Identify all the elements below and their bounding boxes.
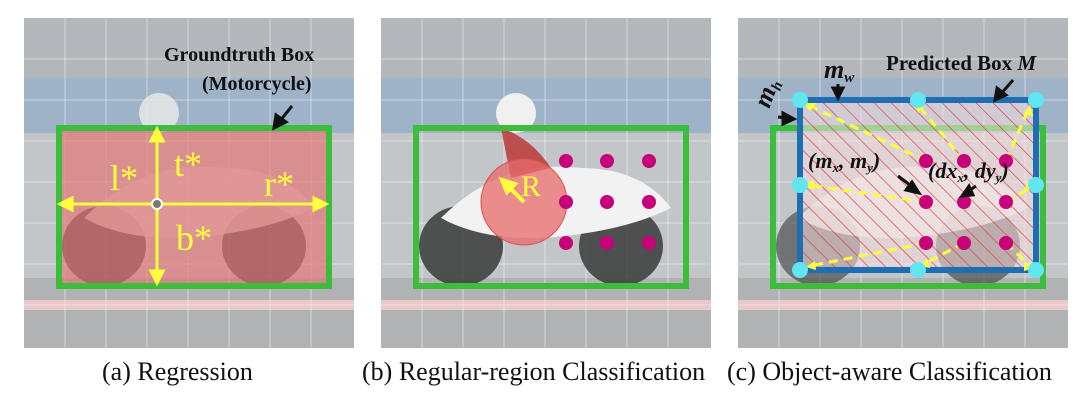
mw-pointer-arrow [830, 84, 846, 102]
panel-regular-region: R [381, 18, 711, 348]
sample-point [999, 154, 1013, 168]
radius-arrow [498, 176, 526, 204]
dxy-pointer-arrow [958, 182, 977, 198]
track-stripe [738, 300, 1068, 310]
boundary-point [1028, 177, 1044, 193]
label-left: l* [110, 158, 138, 198]
caption-object-aware: (c) Object-aware Classification [727, 357, 1052, 386]
label-right: r* [264, 164, 294, 204]
track-stripe [381, 300, 711, 310]
sample-point [919, 236, 933, 250]
mxy-pointer-arrow [897, 174, 923, 196]
predicted-box-hatch [800, 100, 1036, 270]
boundary-point [910, 92, 926, 108]
barrier-band [381, 78, 711, 133]
sample-point [919, 154, 933, 168]
label-mxy: (mx, my) [808, 148, 880, 175]
label-radius: R [521, 170, 541, 203]
sample-point [999, 236, 1013, 250]
sample-point [559, 195, 573, 209]
sample-point [642, 236, 656, 250]
regression-figure: l* t* r* b* Groundtruth Box (Motorcycle) [24, 18, 354, 348]
boundary-point [792, 92, 808, 108]
object-aware-figure: Predicted Box M mw mh (mx, my) (dxx, dyy… [738, 18, 1068, 348]
track-stripe [24, 300, 354, 310]
sample-point [600, 195, 614, 209]
panel-object-aware: Predicted Box M mw mh (mx, my) (dxx, dyy… [738, 18, 1068, 348]
regular-region-figure: R [381, 18, 711, 348]
sample-point [559, 236, 573, 250]
sample-point [919, 195, 933, 209]
boundary-point [792, 262, 808, 278]
sample-point [642, 195, 656, 209]
crowd-band [381, 18, 711, 78]
sample-point [957, 236, 971, 250]
groundtruth-subtitle: (Motorcycle) [202, 73, 312, 95]
caption-regression: (a) Regression [102, 357, 253, 386]
sample-points [919, 154, 1013, 250]
sample-point [957, 195, 971, 209]
caption-regular-region: (b) Regular-region Classification [362, 357, 706, 386]
boundary-point [910, 262, 926, 278]
predicted-pointer-arrow [993, 79, 1015, 103]
sample-points [559, 154, 656, 250]
crowd-band [738, 18, 1068, 78]
mh-pointer-arrow [777, 110, 798, 127]
track-band [24, 278, 354, 348]
regression-arrows [56, 125, 330, 287]
label-mw: mw [824, 55, 855, 86]
label-dxy: (dxx, dyy) [928, 158, 1009, 185]
sample-point [999, 195, 1013, 209]
groundtruth-pointer-arrow [272, 105, 294, 131]
track-band [738, 278, 1068, 348]
boundary-point [1028, 262, 1044, 278]
boundary-points [792, 92, 1044, 278]
crowd-band [24, 18, 354, 78]
track-band [381, 278, 711, 348]
boundary-point [1028, 92, 1044, 108]
groundtruth-box [56, 125, 332, 289]
label-bottom: b* [176, 218, 212, 258]
groundtruth-title: Groundtruth Box [164, 44, 314, 66]
sample-point [600, 154, 614, 168]
sample-point [559, 154, 573, 168]
label-top: t* [174, 144, 202, 184]
boundary-point [792, 177, 808, 193]
panel-regression: l* t* r* b* Groundtruth Box (Motorcycle) [24, 18, 354, 348]
groundtruth-box-fill [59, 128, 329, 286]
location-point [151, 198, 163, 210]
sample-point [957, 154, 971, 168]
sample-point [600, 236, 614, 250]
barrier-band [24, 78, 354, 133]
predicted-box-label: Predicted Box M [886, 51, 1037, 75]
groundtruth-box [413, 125, 689, 289]
sample-point [642, 154, 656, 168]
